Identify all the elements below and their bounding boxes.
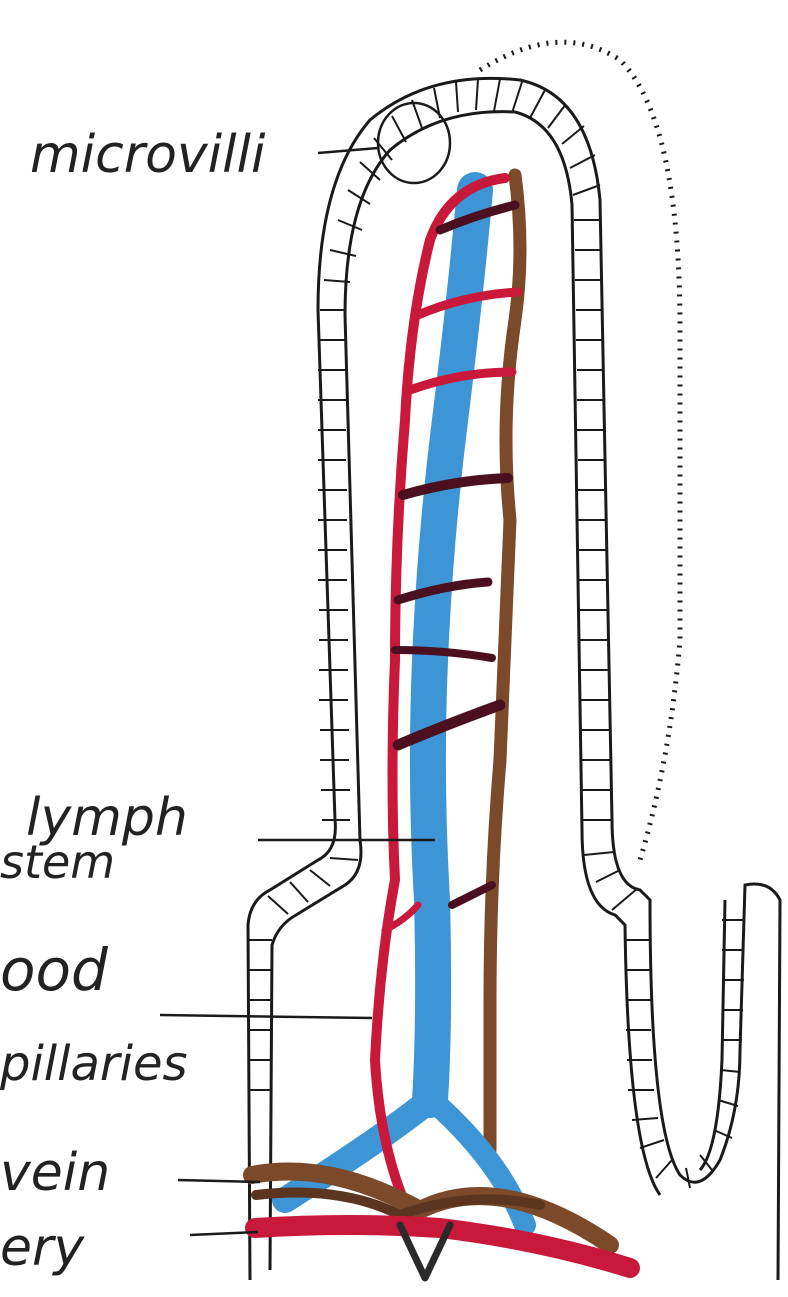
epithelial-cells-trough xyxy=(625,920,745,1188)
label-microvilli: microvilli xyxy=(30,125,266,185)
vein-vessel xyxy=(490,175,520,1150)
label-blood-capillaries-line1: ood xyxy=(0,936,109,1004)
label-vein: vein xyxy=(0,1143,110,1203)
microvilli-highlight-circle xyxy=(378,103,450,183)
label-blood-capillaries-line2: pillaries xyxy=(0,1036,188,1092)
lymph-vessel xyxy=(428,190,475,1100)
label-artery: ery xyxy=(0,1218,85,1278)
second-villus-inner-wall xyxy=(700,900,725,1170)
label-lymph-system-line2: stem xyxy=(0,835,115,889)
